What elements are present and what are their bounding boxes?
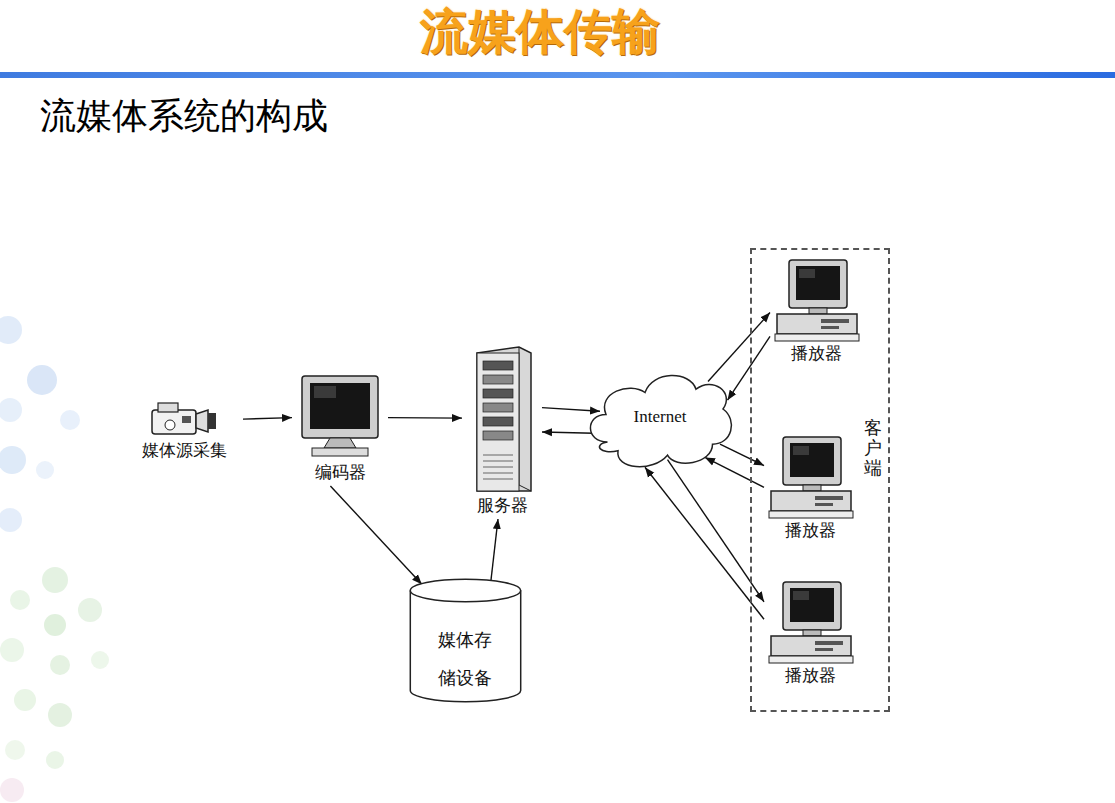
- node-label: 播放器: [770, 343, 862, 363]
- dot-pattern: [0, 316, 109, 802]
- section-heading: 流媒体系统的构成: [40, 92, 328, 141]
- player: 播放器: [770, 258, 862, 367]
- player: 播放器: [764, 435, 856, 544]
- node-label: 编码器: [292, 462, 388, 482]
- node-label: 媒体存储设备: [436, 621, 495, 697]
- arrow-connector: [491, 519, 498, 582]
- server: 服务器: [462, 345, 542, 519]
- arrow-connector: [708, 313, 770, 382]
- arrow-connector: [542, 408, 600, 412]
- internet-cloud: Internet: [585, 365, 735, 475]
- arrow-connector: [728, 336, 771, 400]
- node-label: Internet: [585, 407, 735, 427]
- device-icon: [294, 372, 386, 462]
- arrow-connector: [645, 467, 764, 619]
- node-label: 服务器: [462, 495, 542, 515]
- node-label: 播放器: [764, 665, 856, 685]
- header-rule: [0, 72, 1115, 78]
- arrow-connector: [243, 418, 292, 420]
- arrow-connector: [542, 432, 594, 433]
- media-source: 媒体源采集: [125, 398, 243, 464]
- client-group: 客户端播放器播放器播放器: [750, 248, 890, 712]
- device-icon: [148, 398, 220, 440]
- player: 播放器: [764, 580, 856, 689]
- device-icon: [771, 258, 861, 343]
- arrow-connector: [388, 417, 462, 419]
- storage-cylinder: 媒体存储设备: [408, 578, 523, 703]
- group-label: 客户端: [864, 418, 882, 477]
- slide-title: 流媒体传输: [340, 0, 740, 64]
- node-label: 播放器: [764, 520, 856, 540]
- arrow-connector: [330, 486, 421, 584]
- device-icon: [467, 345, 537, 495]
- encoder: 编码器: [292, 372, 388, 486]
- device-icon: [765, 580, 855, 665]
- node-label: 媒体源采集: [125, 440, 243, 460]
- device-icon: [765, 435, 855, 520]
- arrow-connector: [705, 457, 764, 487]
- arrow-connector: [720, 444, 764, 465]
